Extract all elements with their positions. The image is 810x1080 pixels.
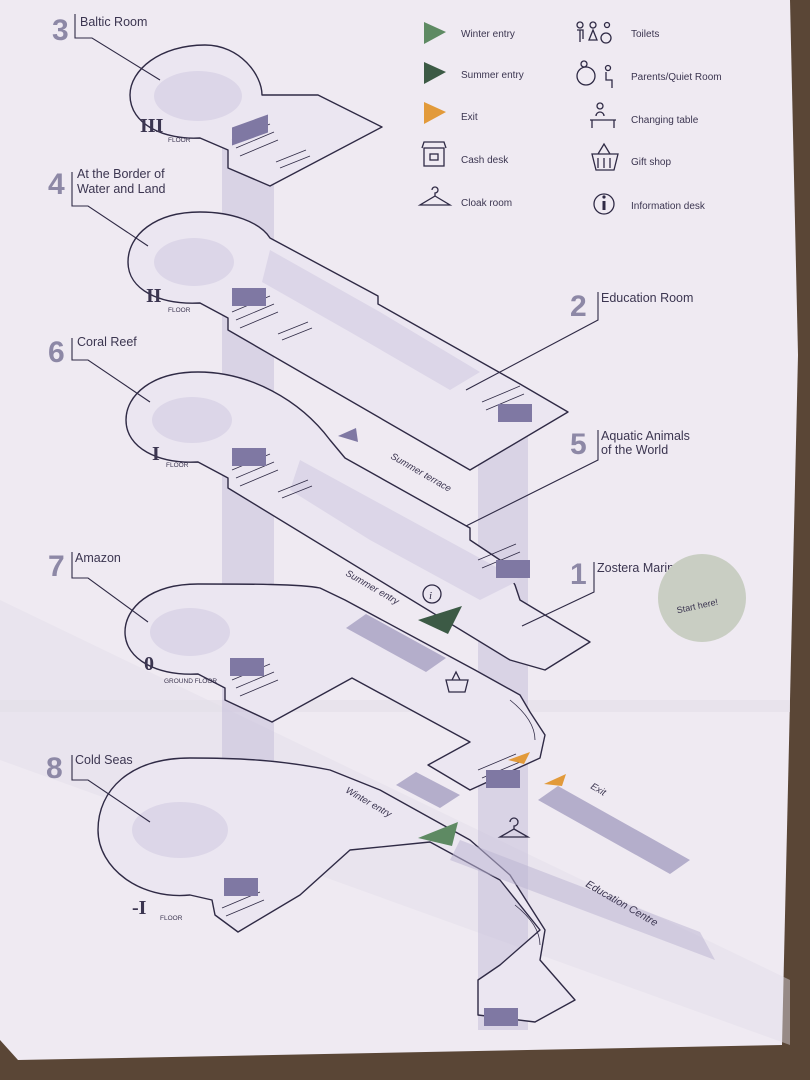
room-number-6: 6 — [48, 336, 65, 369]
legend-label-toilets: Toilets — [631, 29, 659, 40]
leader-lines — [71, 14, 599, 823]
summer-terrace-arrow — [338, 428, 358, 442]
floor-mark-3: III — [140, 115, 164, 137]
floor-word-0: GROUND FLOOR — [164, 678, 217, 685]
floor-2-plan — [127, 211, 569, 471]
room-number-2: 2 — [570, 290, 587, 323]
room-number-8: 8 — [46, 752, 63, 785]
floor-0-plan — [124, 583, 546, 791]
floor-3-plan — [129, 44, 383, 187]
floor-mark-minus1: -I — [132, 897, 147, 919]
room-labels: 3 Baltic Room 4 At the Border of Water a… — [46, 14, 693, 785]
room-name-amazon: Amazon — [75, 551, 121, 565]
svg-text:i: i — [429, 590, 432, 602]
room-number-7: 7 — [48, 550, 65, 583]
gift-shop-icon — [591, 142, 619, 171]
legend-label-exit: Exit — [461, 112, 478, 123]
room-name-aquatic-line1: Aquatic Animals — [601, 429, 690, 443]
floor-mark-0: 0 — [144, 653, 154, 675]
lift-badges — [224, 114, 532, 1026]
legend-label-information-desk: Information desk — [631, 201, 706, 212]
legend-label-winter-entry: Winter entry — [461, 29, 515, 40]
education-centre-corridor — [450, 840, 715, 960]
summer-entry-arrow — [418, 606, 462, 634]
cloak-room-icon — [417, 186, 453, 206]
legend-label-cash-desk: Cash desk — [461, 155, 509, 166]
floor-word-3: FLOOR — [168, 137, 191, 144]
legend-label-parents-quiet-room: Parents/Quiet Room — [631, 72, 722, 83]
changing-table-icon — [590, 102, 616, 128]
legend: Winter entry Summer entry Exit Cash desk… — [417, 21, 722, 215]
parents-quiet-room-icon — [576, 60, 613, 88]
legend-label-summer-entry: Summer entry — [461, 70, 524, 81]
room-number-3: 3 — [52, 14, 69, 47]
toilets-icon — [576, 21, 612, 44]
exit-arrow-lower — [544, 774, 566, 786]
room-name-coral-reef: Coral Reef — [77, 335, 137, 349]
room-name-education-room: Education Room — [601, 291, 693, 305]
winter-entry-arrow — [418, 822, 458, 846]
map-information-desk-icon: i — [422, 584, 442, 604]
floor-mark-2: II — [146, 285, 162, 307]
map-markers: i — [338, 428, 566, 846]
floor-1-plan — [125, 371, 591, 671]
floor-word-1: FLOOR — [166, 462, 189, 469]
legend-label-changing-table: Changing table — [631, 115, 699, 126]
floor-mark-1: I — [152, 443, 160, 465]
room-number-1: 1 — [570, 558, 587, 591]
map-gift-shop-icon — [445, 670, 469, 693]
exit-arrow-upper — [508, 752, 530, 764]
cash-desk-icon — [421, 141, 447, 167]
floor-minus1-plan — [97, 757, 576, 1023]
room-name-baltic: Baltic Room — [80, 15, 147, 29]
room-name-border-line1: At the Border of — [77, 167, 165, 181]
information-desk-icon — [593, 193, 615, 215]
room-name-aquatic-line2: of the World — [601, 443, 668, 457]
floor-markers: III FLOOR II FLOOR I FLOOR 0 GROUND FLOO… — [132, 115, 217, 922]
room-number-4: 4 — [48, 168, 65, 201]
winter-entry-icon — [424, 22, 446, 44]
room-name-border-line2: Water and Land — [77, 182, 166, 196]
summer-entry-icon — [424, 62, 446, 84]
room-name-zostera: Zostera Marina — [597, 561, 681, 575]
legend-label-gift-shop: Gift shop — [631, 157, 671, 168]
room-number-5: 5 — [570, 428, 587, 461]
facility-badges — [346, 614, 690, 874]
map-cloak-room-icon — [497, 817, 531, 838]
floor-word-minus1: FLOOR — [160, 915, 183, 922]
exit-icon — [424, 102, 446, 124]
floor-word-2: FLOOR — [168, 307, 191, 314]
start-here-badge: Start here! — [658, 554, 746, 642]
legend-label-cloak-room: Cloak room — [461, 198, 512, 209]
room-name-cold-seas: Cold Seas — [75, 753, 133, 767]
